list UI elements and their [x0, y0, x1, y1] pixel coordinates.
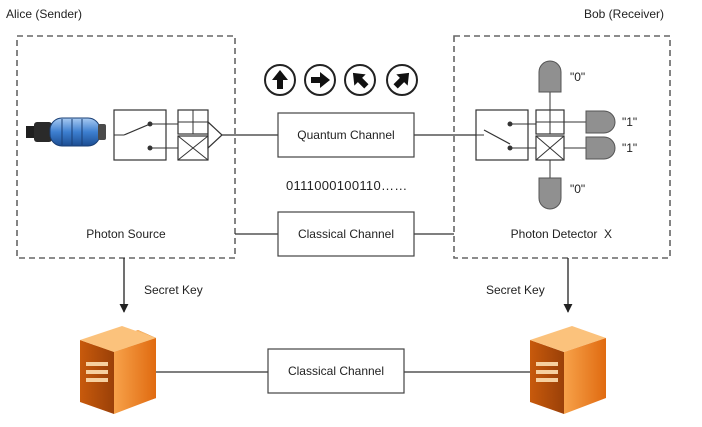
arrow-right-icon — [304, 64, 336, 96]
detector-top-icon — [538, 60, 562, 93]
secret-key-right-label: Secret Key — [486, 283, 545, 297]
bob-box — [453, 35, 671, 259]
bitstring: 0111000100110…… — [286, 178, 408, 193]
secret-key-left-label: Secret Key — [144, 283, 203, 297]
arrow-upleft-icon — [344, 64, 376, 96]
arrow-upright-icon — [386, 64, 418, 96]
photon-detector-label: Photon Detector — [511, 227, 598, 241]
classical-channel-top-box — [277, 211, 415, 257]
quantum-channel-label: Quantum Channel — [297, 128, 394, 142]
output-right-lower-label: "1" — [622, 141, 637, 155]
output-top-label: "0" — [570, 70, 585, 84]
alice-title: Alice (Sender) — [6, 7, 82, 21]
classical-channel-bottom-label: Classical Channel — [288, 364, 384, 378]
bob-title: Bob (Receiver) — [584, 7, 664, 21]
classical-channel-bottom-box — [267, 348, 405, 394]
detector-bottom-icon — [538, 177, 562, 210]
photon-source-label: Photon Source — [86, 227, 166, 241]
quantum-channel-box — [277, 112, 415, 158]
classical-channel-top-label: Classical Channel — [298, 227, 394, 241]
server-left-icon — [80, 326, 156, 414]
arrow-up-icon — [264, 64, 296, 96]
output-right-upper-label: "1" — [622, 115, 637, 129]
alice-switch — [113, 109, 167, 161]
alice-polarizer — [166, 109, 223, 161]
laser-icon — [26, 117, 106, 147]
bob-switch — [475, 109, 536, 161]
polarization-icons — [264, 64, 418, 96]
bob-beam-splitter — [535, 92, 586, 178]
output-bottom-label: "0" — [570, 182, 585, 196]
photon-detector-mark: X — [604, 227, 612, 241]
detector-right-lower-icon — [585, 136, 616, 160]
server-right-icon — [530, 326, 606, 414]
detector-right-upper-icon — [585, 110, 616, 134]
